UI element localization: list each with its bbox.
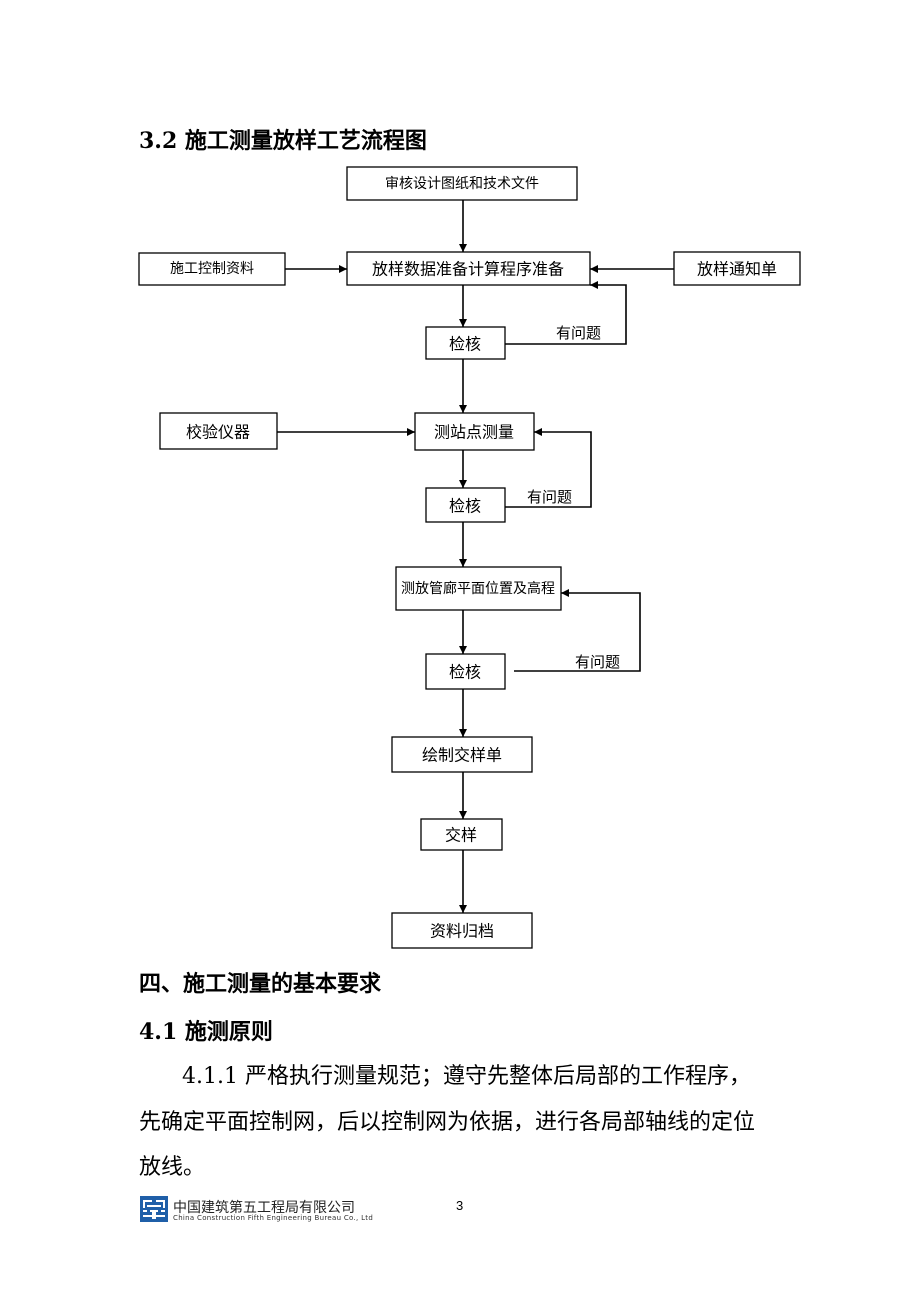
flow-box-check-1 (425, 326, 506, 360)
flow-label-check-3: 检核 (449, 663, 481, 682)
flow-box-calibrate (159, 412, 278, 450)
subsection-title: 4.1 施测原则 (139, 1019, 273, 1045)
flow-label-review-docs: 审核设计图纸和技术文件 (385, 176, 539, 192)
page-number: 3 (456, 1198, 464, 1213)
feedback-loop-3 (514, 589, 641, 672)
flow-label-control-data: 施工控制资料 (170, 261, 254, 277)
footer-company-cn: 中国建筑第五工程局有限公司 (173, 1200, 355, 1216)
flow-label-station-survey: 测站点测量 (434, 423, 514, 442)
paragraph-line-2: 先确定平面控制网，后以控制网为依据，进行各局部轴线的定位 (139, 1110, 756, 1135)
flow-label-notice: 放样通知单 (697, 260, 777, 279)
feedback-label-2: 有问题 (527, 488, 572, 506)
flow-box-check-2 (425, 487, 506, 523)
flow-box-gallery-survey (395, 566, 562, 611)
feedback-label-1: 有问题 (556, 324, 601, 342)
flow-label-draw-sheet: 绘制交样单 (422, 746, 502, 765)
flow-label-archive: 资料归档 (430, 922, 494, 941)
flow-label-gallery-survey: 测放管廊平面位置及高程 (401, 580, 555, 597)
flow-box-archive (391, 912, 533, 949)
flow-label-check-1: 检核 (449, 335, 481, 354)
feedback-loop-2 (505, 428, 592, 508)
paragraph-line-3: 放线。 (139, 1155, 206, 1180)
feedback-loop-1 (505, 281, 627, 345)
flowchart: 审核设计图纸和技术文件 施工控制资料 放样数据准备计算程序准备 放样通知单 检核… (138, 166, 801, 949)
flow-label-calibrate: 校验仪器 (186, 423, 250, 442)
company-logo (140, 1196, 168, 1222)
flow-box-review-docs (346, 166, 578, 201)
section-title: 3.2 施工测量放样工艺流程图 (139, 128, 427, 154)
feedback-label-3: 有问题 (575, 653, 620, 671)
paragraph-line-1: 4.1.1 严格执行测量规范；遵守先整体后局部的工作程序， (182, 1064, 751, 1089)
flow-box-check-3 (425, 653, 506, 690)
flow-label-handover: 交样 (445, 826, 477, 845)
flow-box-handover (420, 818, 503, 851)
flow-box-draw-sheet (391, 736, 533, 773)
footer-company-en: China Construction Fifth Engineering Bur… (173, 1214, 374, 1222)
chapter-title: 四、施工测量的基本要求 (139, 971, 382, 997)
flow-label-check-2: 检核 (449, 497, 481, 516)
flow-label-prep-data: 放样数据准备计算程序准备 (372, 260, 564, 279)
